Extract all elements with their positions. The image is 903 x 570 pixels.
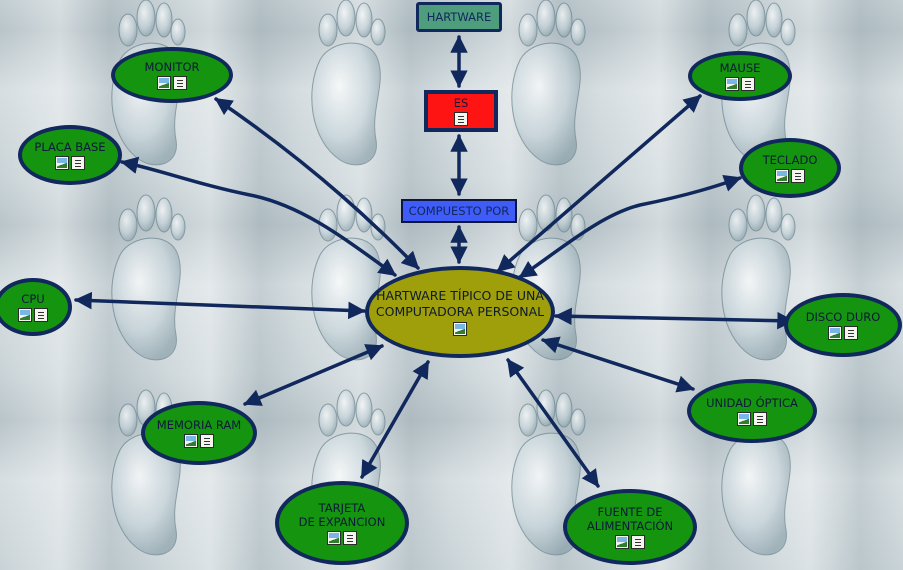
node-icons <box>725 77 755 91</box>
doc-icon[interactable] <box>454 112 468 126</box>
es-node[interactable]: ES <box>424 90 498 132</box>
node-label: PLACA BASE <box>34 140 106 154</box>
doc-icon[interactable] <box>173 76 187 90</box>
gimp-footprint-icon <box>721 194 796 361</box>
node-label: MEMORIA RAM <box>156 418 242 432</box>
node-mause[interactable]: MAUSE <box>688 51 792 101</box>
node-icons <box>615 535 645 549</box>
doc-icon[interactable] <box>753 412 767 426</box>
node-label: DISCO DURO <box>805 310 881 324</box>
gimp-footprint-icon <box>311 194 386 361</box>
node-monitor[interactable]: MONITOR <box>111 47 233 103</box>
doc-icon[interactable] <box>741 77 755 91</box>
image-icon[interactable] <box>184 434 198 448</box>
doc-icon[interactable] <box>34 308 48 322</box>
image-icon[interactable] <box>453 322 467 336</box>
es-label: ES <box>453 96 469 110</box>
node-memoria-ram[interactable]: MEMORIA RAM <box>141 401 257 465</box>
node-unidad-optica[interactable]: UNIDAD ÓPTICA <box>687 379 817 443</box>
gimp-footprint-icon <box>111 194 186 361</box>
image-icon[interactable] <box>725 77 739 91</box>
node-icons <box>184 434 214 448</box>
node-icons <box>55 156 85 170</box>
connector-center-fuente <box>506 358 600 488</box>
node-icons <box>157 76 187 90</box>
node-label: UNIDAD ÓPTICA <box>706 396 798 410</box>
node-icons <box>327 531 357 545</box>
image-icon[interactable] <box>775 169 789 183</box>
doc-icon[interactable] <box>200 434 214 448</box>
node-label: CPU <box>21 292 45 306</box>
node-fuente-alimentacion[interactable]: FUENTE DE ALIMENTACIÓN <box>563 489 697 565</box>
center-node[interactable]: HARTWARE TÍPICO DE UNA COMPUTADORA PERSO… <box>365 266 555 358</box>
doc-icon[interactable] <box>844 326 858 340</box>
node-teclado[interactable]: TECLADO <box>739 138 841 198</box>
connector-center-mause <box>496 94 702 273</box>
center-label: HARTWARE TÍPICO DE UNA COMPUTADORA PERSO… <box>375 288 545 319</box>
node-label: TECLADO <box>762 153 818 167</box>
node-icons <box>775 169 805 183</box>
node-tarjeta-expancion[interactable]: TARJETA DE EXPANCION <box>275 481 409 565</box>
image-icon[interactable] <box>828 326 842 340</box>
connector-center-cpu <box>74 291 366 320</box>
es-icons <box>454 112 468 126</box>
node-label: MAUSE <box>719 61 761 75</box>
node-icons <box>737 412 767 426</box>
image-icon[interactable] <box>615 535 629 549</box>
node-label: MONITOR <box>144 60 200 74</box>
doc-icon[interactable] <box>631 535 645 549</box>
node-icons <box>828 326 858 340</box>
hartware-label: HARTWARE <box>426 10 492 24</box>
gimp-footprint-icon <box>511 0 586 166</box>
connector-center-ram <box>243 344 384 406</box>
compuesto-por-box[interactable]: COMPUESTO POR <box>401 199 517 223</box>
connector-center-disco <box>554 307 795 330</box>
hartware-box[interactable]: HARTWARE <box>416 2 502 32</box>
node-disco-duro[interactable]: DISCO DURO <box>784 293 902 357</box>
image-icon[interactable] <box>327 531 341 545</box>
connector-center-tarjeta <box>360 360 430 479</box>
connector-center-placa <box>120 156 397 277</box>
node-label: FUENTE DE ALIMENTACIÓN <box>586 505 674 533</box>
doc-icon[interactable] <box>343 531 357 545</box>
compuesto-por-label: COMPUESTO POR <box>408 204 510 218</box>
node-placa-base[interactable]: PLACA BASE <box>18 125 122 185</box>
image-icon[interactable] <box>157 76 171 90</box>
image-icon[interactable] <box>18 308 32 322</box>
image-icon[interactable] <box>737 412 751 426</box>
doc-icon[interactable] <box>71 156 85 170</box>
connector-center-optica <box>541 336 695 393</box>
gimp-footprint-icon <box>311 0 386 166</box>
node-label: TARJETA DE EXPANCION <box>298 501 386 529</box>
center-icons <box>453 322 467 336</box>
image-icon[interactable] <box>55 156 69 170</box>
node-cpu[interactable]: CPU <box>0 278 72 336</box>
node-icons <box>18 308 48 322</box>
doc-icon[interactable] <box>791 169 805 183</box>
